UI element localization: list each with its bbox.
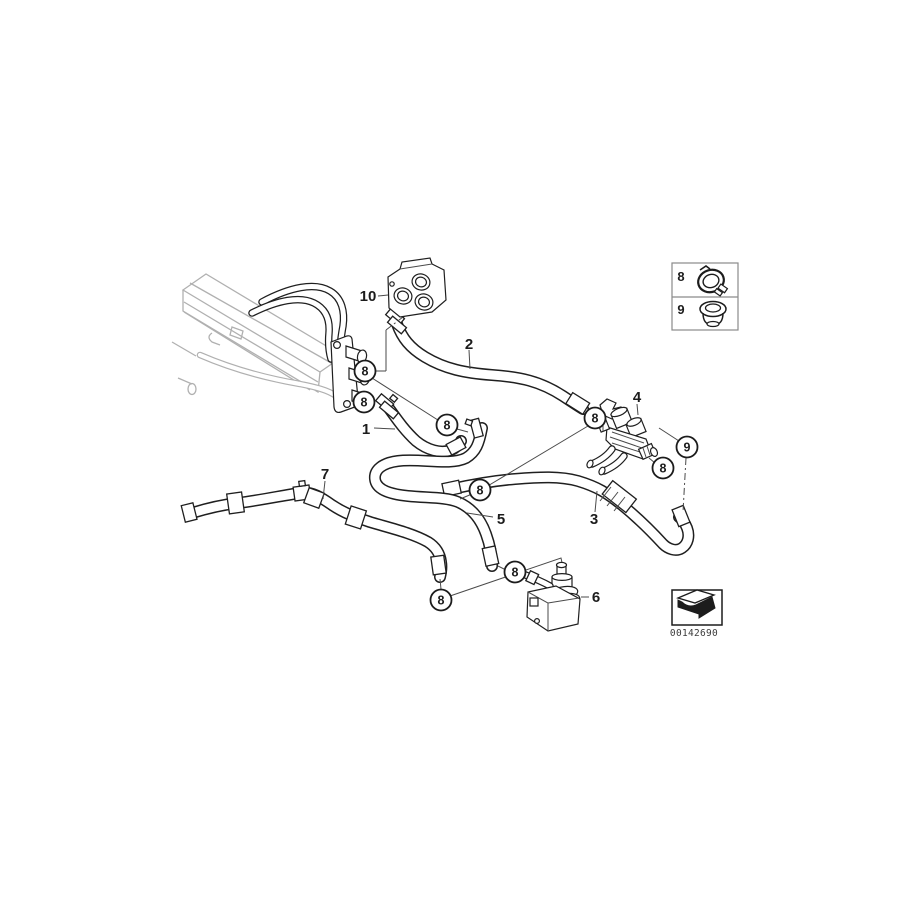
part-label-1[interactable]: 1 <box>362 421 370 438</box>
hose-7 <box>180 479 448 583</box>
hose-5-end-band <box>481 545 500 568</box>
callout-8-hose7-end[interactable]: 8 <box>429 588 453 612</box>
hose-3 <box>441 471 695 556</box>
callout-8-valve-right[interactable]: 8 <box>651 456 675 480</box>
callout-8-plate-top[interactable]: 8 <box>353 359 377 383</box>
hose-1 <box>374 392 467 458</box>
svg-text:8: 8 <box>512 566 519 580</box>
callouts: 8 8 8 8 8 8 9 8 <box>352 359 699 612</box>
hose-2-clamp <box>386 315 408 335</box>
legend-clamp-label: 8 <box>677 269 684 284</box>
hose-3-right-end <box>671 504 691 528</box>
svg-text:8: 8 <box>444 419 451 433</box>
flange-10 <box>387 257 447 318</box>
svg-text:8: 8 <box>660 462 667 476</box>
legend-grommet-label: 9 <box>677 302 684 317</box>
part-label-2[interactable]: 2 <box>465 336 473 353</box>
callout-8-mid-low[interactable]: 8 <box>468 478 492 502</box>
svg-text:8: 8 <box>362 365 369 379</box>
part-label-3[interactable]: 3 <box>590 511 598 528</box>
hose-5-clamp <box>469 417 484 439</box>
stamp-number: 00142690 <box>670 628 718 639</box>
hose-3-sleeve <box>601 479 638 514</box>
hose-2-valve-end <box>564 391 591 416</box>
legend-box: 8 9 <box>671 262 739 331</box>
clamp-icon <box>697 265 729 297</box>
part-labels: 1 2 3 4 5 6 7 10 <box>321 288 642 606</box>
grommet-icon <box>699 300 727 328</box>
part-label-10[interactable]: 10 <box>360 288 377 305</box>
part-label-7[interactable]: 7 <box>321 466 329 483</box>
hose-7-ring-1 <box>225 491 246 515</box>
hose-7-left-cap <box>180 501 198 523</box>
svg-text:8: 8 <box>361 396 368 410</box>
leader-lines <box>322 294 687 598</box>
callout-8-hose5-end[interactable]: 8 <box>503 560 527 584</box>
heater-core <box>171 273 345 396</box>
hose-5 <box>368 417 500 572</box>
heater-core-pipes <box>196 282 348 400</box>
callout-9-valve[interactable]: 9 <box>675 435 699 459</box>
svg-text:9: 9 <box>684 441 691 455</box>
part-label-6[interactable]: 6 <box>592 589 600 606</box>
hose-2 <box>384 306 591 416</box>
svg-text:8: 8 <box>477 484 484 498</box>
part-label-5[interactable]: 5 <box>497 511 505 528</box>
hose-1-clamp <box>378 400 400 420</box>
part-label-4[interactable]: 4 <box>633 389 642 406</box>
hose-7-end-band <box>430 554 447 576</box>
svg-text:8: 8 <box>438 594 445 608</box>
svg-text:8: 8 <box>592 412 599 426</box>
callout-8-plate-bottom[interactable]: 8 <box>352 390 376 414</box>
direction-arrow-box: 00142690 <box>670 589 723 639</box>
callout-8-center[interactable]: 8 <box>435 413 459 437</box>
hose-7-ring-2 <box>344 505 368 530</box>
hose-1-right-end <box>445 436 467 456</box>
water-valve <box>586 398 659 476</box>
callout-8-valve-left[interactable]: 8 <box>583 406 607 430</box>
arrow-icon <box>676 589 716 619</box>
